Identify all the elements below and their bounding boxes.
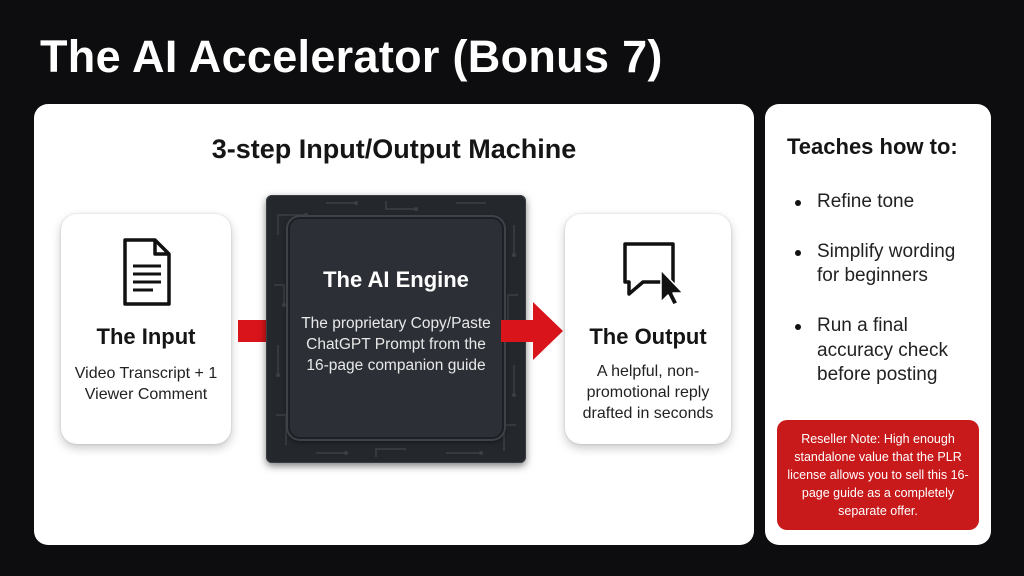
reseller-note: Reseller Note: High enough standalone va… (777, 420, 979, 530)
machine-panel: 3-step Input/Output Machine The Input Vi… (34, 104, 754, 545)
machine-heading: 3-step Input/Output Machine (211, 134, 577, 164)
output-text: A helpful, non-promotional reply drafted… (582, 363, 714, 422)
list-item: Run a final accuracy check before postin… (791, 314, 981, 388)
teaches-heading: Teaches how to: (787, 134, 958, 159)
page-title: The AI Accelerator (Bonus 7) (40, 31, 663, 82)
list-item: Simplify wording for beginners (791, 240, 981, 289)
input-card: The Input Video Transcript + 1 Viewer Co… (61, 214, 231, 444)
teaches-panel: Teaches how to: Refine tone Simplify wor… (765, 104, 991, 545)
document-icon (123, 238, 171, 306)
circuit-pattern (274, 201, 518, 457)
engine-title: The AI Engine (323, 267, 469, 292)
ai-engine-chip: The AI Engine The proprietary Copy/Paste… (266, 195, 526, 463)
output-card: The Output A helpful, non-promotional re… (565, 214, 731, 444)
input-text: Video Transcript + 1 Viewer Comment (74, 365, 218, 403)
engine-text: The proprietary Copy/Paste ChatGPT Promp… (301, 315, 491, 374)
chat-cursor-icon (623, 242, 684, 306)
list-item: Refine tone (791, 190, 981, 215)
teaches-list: Refine tone Simplify wording for beginne… (791, 190, 981, 388)
ai-engine-core: The AI Engine The proprietary Copy/Paste… (288, 217, 504, 439)
arrow-right-icon (501, 302, 563, 360)
output-title: The Output (589, 324, 707, 349)
input-title: The Input (96, 324, 196, 349)
reseller-note-text: Reseller Note: High enough standalone va… (787, 431, 969, 519)
